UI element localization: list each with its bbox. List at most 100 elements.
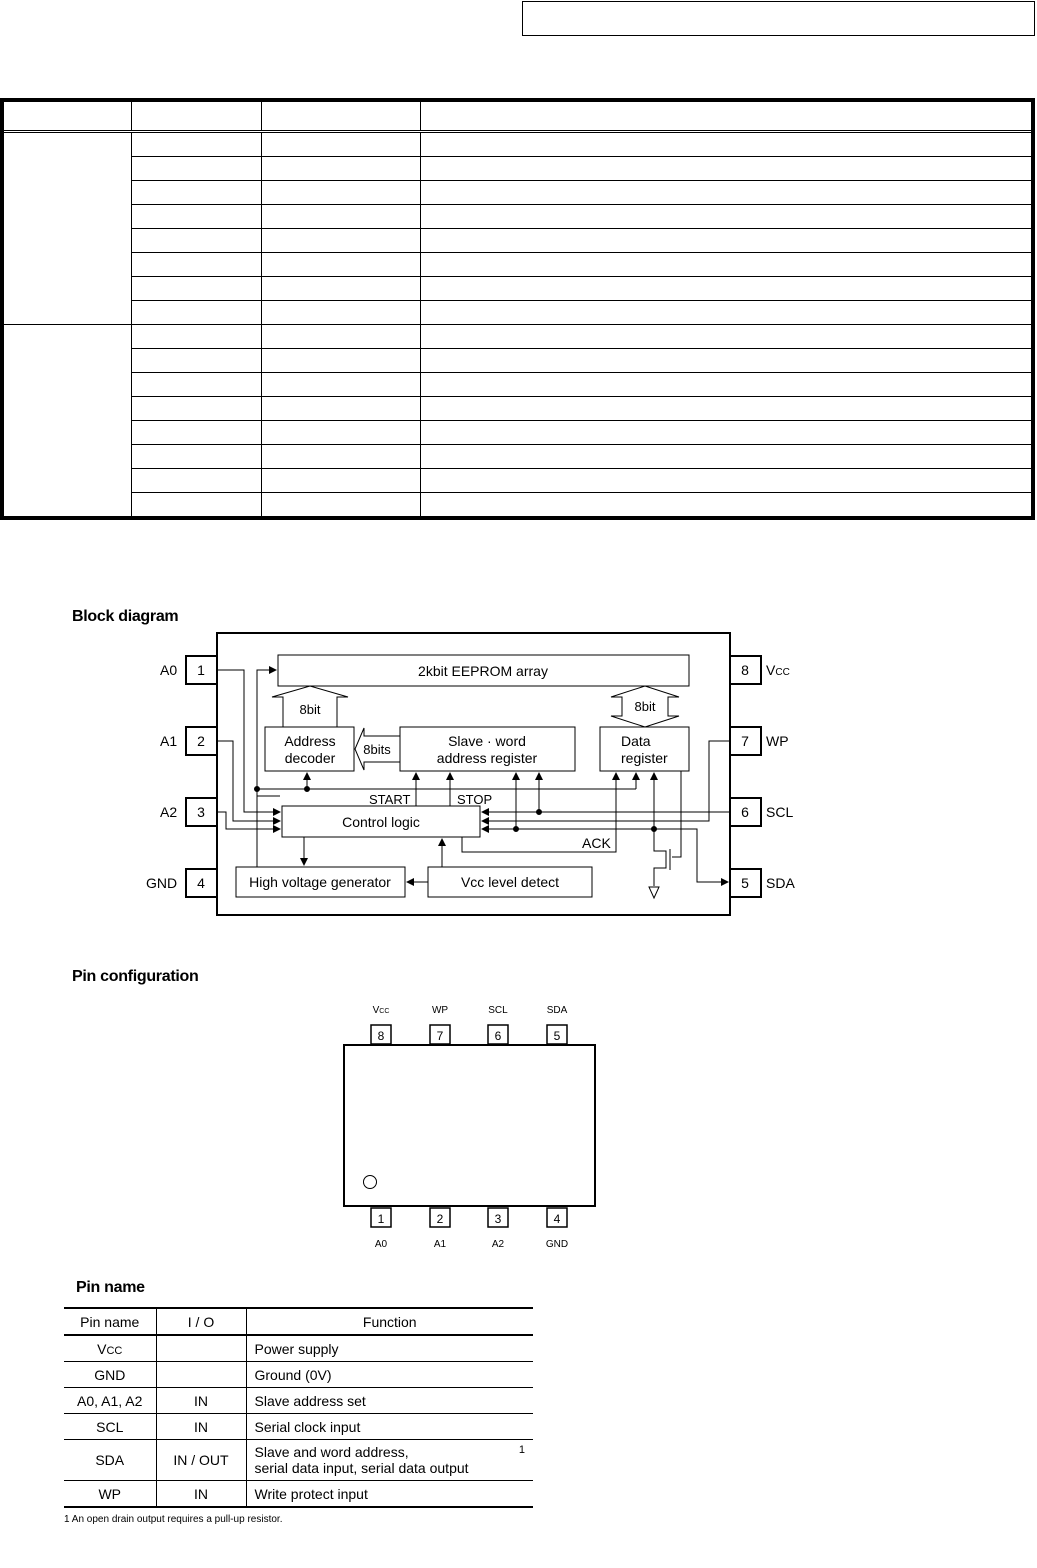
svg-text:High voltage generator: High voltage generator	[249, 874, 391, 890]
bottom-pin-4: 4 GND	[546, 1207, 568, 1250]
stop-label: STOP	[457, 792, 492, 807]
pin-left-a2: A2 3	[160, 797, 218, 827]
table-row	[2, 228, 1034, 253]
top-pin-7: WP 7	[429, 1005, 451, 1045]
high-voltage-generator-block: High voltage generator	[235, 866, 406, 898]
function-cell: Ground (0V)	[246, 1361, 533, 1388]
pin-cell: GND	[64, 1361, 157, 1388]
svg-text:8: 8	[741, 662, 749, 678]
svg-text:8bit: 8bit	[300, 702, 321, 717]
svg-text:2: 2	[437, 1212, 444, 1226]
pin-cell: VCC	[64, 1335, 157, 1362]
svg-text:GND: GND	[146, 875, 177, 891]
svg-text:Address: Address	[284, 733, 335, 749]
address-decoder-block: Address decoder	[264, 726, 355, 772]
function-line-2: serial data input, serial data output	[254, 1460, 469, 1476]
svg-text:A0: A0	[160, 662, 177, 678]
pin-name-table: Pin name I / O Function VCC Power supply…	[64, 1307, 533, 1508]
table-row	[2, 372, 1034, 397]
io-cell	[156, 1335, 247, 1362]
table-header-row	[1, 99, 1034, 133]
svg-text:4: 4	[554, 1212, 561, 1226]
svg-text:Control logic: Control logic	[342, 814, 420, 830]
block-diagram: A0 1 A1 2 A2 3 GND 4 8 VCC 7 WP 6 SCL 5 …	[146, 632, 795, 916]
pin-left-a1: A1 2	[160, 726, 218, 756]
bus-arrow-right: 8bit	[610, 685, 680, 728]
header-io: I / O	[156, 1307, 247, 1336]
svg-text:2: 2	[197, 733, 205, 749]
svg-text:address register: address register	[437, 750, 538, 766]
svg-text:VCC: VCC	[766, 662, 790, 678]
pin-cell: SCL	[64, 1413, 157, 1440]
svg-text:A1: A1	[434, 1239, 447, 1250]
svg-text:A2: A2	[492, 1239, 505, 1250]
svg-text:Data: Data	[621, 733, 651, 749]
table-row	[2, 468, 1034, 493]
pin-right-scl: 6 SCL	[729, 797, 793, 827]
pin-left-gnd: GND 4	[146, 868, 218, 898]
data-register-block: Data register	[599, 726, 690, 772]
table-row	[2, 300, 1034, 325]
svg-text:5: 5	[741, 875, 749, 891]
pin-right-wp: 7 WP	[729, 726, 789, 756]
svg-text:8: 8	[378, 1029, 385, 1043]
vcc-level-detect-block: Vcc level detect	[427, 866, 593, 898]
top-pin-5: SDA 5	[546, 1005, 568, 1045]
table-row	[2, 156, 1034, 181]
svg-text:7: 7	[741, 733, 749, 749]
bottom-pin-1: 1 A0	[370, 1207, 392, 1250]
io-cell: IN / OUT	[156, 1439, 247, 1481]
header-pin-name: Pin name	[64, 1307, 157, 1336]
table-row	[1, 131, 1034, 325]
function-cell: 1 Slave and word address, serial data in…	[246, 1439, 533, 1481]
io-cell: IN	[156, 1480, 247, 1508]
pin-table-header: Pin name I / O Function	[64, 1307, 533, 1336]
bus-arrow-left: 8bit	[271, 685, 349, 728]
table-row	[1, 324, 1034, 519]
svg-text:WP: WP	[766, 733, 789, 749]
table-row	[2, 444, 1034, 469]
svg-text:1: 1	[197, 662, 205, 678]
header-function: Function	[246, 1307, 533, 1336]
svg-text:SCL: SCL	[488, 1005, 508, 1016]
function-cell: Write protect input	[246, 1480, 533, 1508]
function-cell: Serial clock input	[246, 1413, 533, 1440]
svg-text:1: 1	[378, 1212, 385, 1226]
svg-text:SDA: SDA	[766, 875, 795, 891]
pin-configuration-title: Pin configuration	[72, 968, 199, 985]
bottom-pin-3: 3 A2	[487, 1207, 509, 1250]
pin-right-sda: 5 SDA	[729, 868, 795, 898]
chip-outline	[216, 632, 731, 916]
header-box	[522, 1, 1035, 36]
function-cell: Slave address set	[246, 1387, 533, 1414]
table-row	[2, 204, 1034, 229]
table-row	[2, 252, 1034, 277]
svg-text:A2: A2	[160, 804, 177, 820]
svg-text:8bit: 8bit	[635, 699, 656, 714]
control-logic-block: Control logic	[281, 805, 481, 838]
pin-cell: SDA	[64, 1439, 157, 1481]
pin-configuration-diagram: VCC 8 WP 7 SCL 6 SDA 5 1 A0 2 A1 3 A2 4 …	[343, 1005, 596, 1250]
top-pin-8: VCC 8	[370, 1005, 392, 1045]
pin-cell: WP	[64, 1480, 157, 1508]
svg-text:6: 6	[741, 804, 749, 820]
bottom-pin-2: 2 A1	[429, 1207, 451, 1250]
io-cell: IN	[156, 1387, 247, 1414]
table-row	[2, 420, 1034, 445]
svg-text:4: 4	[197, 875, 205, 891]
pin1-marker-icon	[363, 1175, 377, 1189]
bus-arrow-mid: 8bits	[354, 727, 401, 771]
svg-text:A0: A0	[375, 1239, 388, 1250]
table-row: VCC Power supply	[64, 1335, 533, 1362]
table-row	[2, 276, 1034, 301]
ack-label: ACK	[582, 835, 611, 851]
svg-text:register: register	[621, 750, 668, 766]
svg-text:A1: A1	[160, 733, 177, 749]
footnote-marker: 1	[518, 1444, 525, 1456]
table-row: SCL IN Serial clock input	[64, 1413, 533, 1440]
io-cell: IN	[156, 1413, 247, 1440]
svg-text:8bits: 8bits	[363, 742, 391, 757]
footnote: 1 An open drain output requires a pull-u…	[64, 1514, 283, 1525]
svg-text:decoder: decoder	[285, 750, 336, 766]
slave-word-register-block: Slave · word address register	[399, 726, 576, 772]
